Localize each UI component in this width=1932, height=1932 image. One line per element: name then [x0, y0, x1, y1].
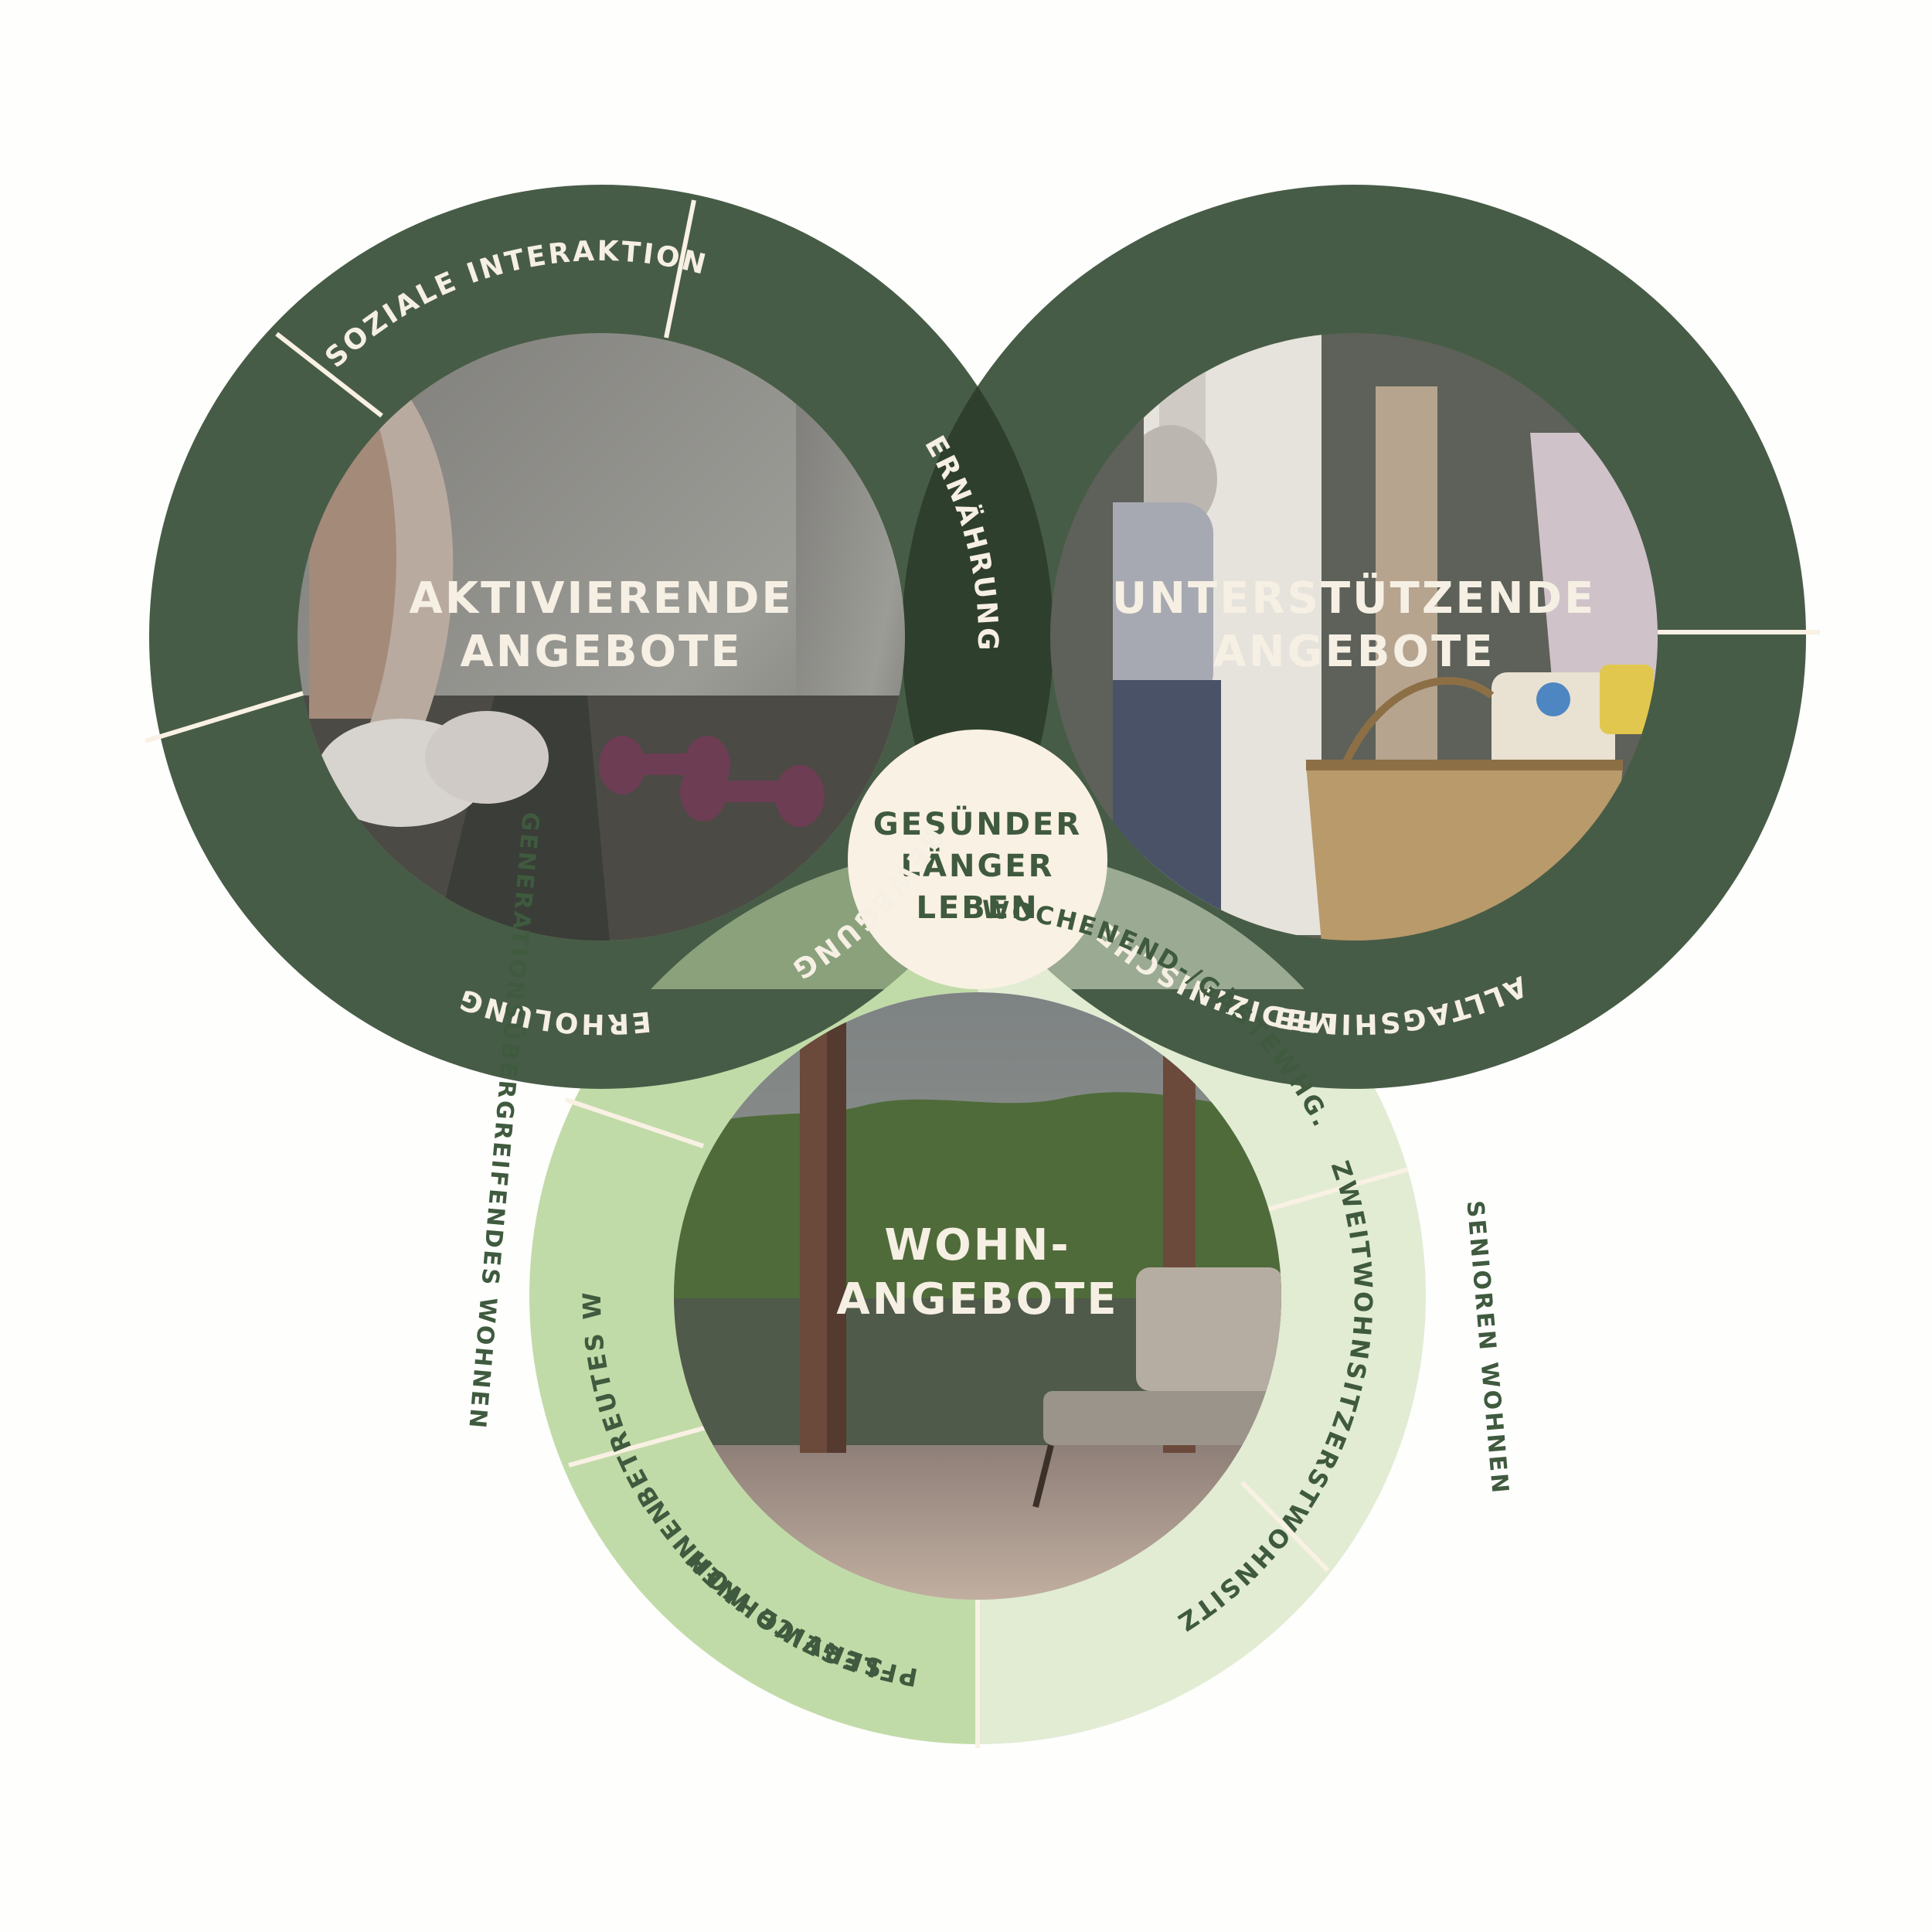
center-title: GESÜNDER LÄNGER LEBEN — [873, 805, 1082, 926]
activating-title-line-2: ANGEBOTE — [460, 627, 742, 677]
activating-segment-dividers — [145, 199, 696, 743]
housing-title-line-2: ANGEBOTE — [836, 1274, 1118, 1325]
supporting-circle — [902, 185, 1820, 1089]
housing-segment-dividers — [565, 1097, 1409, 1748]
center-line-3: LEBEN — [916, 890, 1039, 926]
center-line-1: GESÜNDER — [873, 805, 1082, 842]
outer-label-right: SENIOREN WOHNEN — [1461, 1199, 1513, 1496]
circle-titles: AKTIVIERENDE ANGEBOTE UNTERSTÜTZENDE ANG… — [409, 573, 1597, 1325]
supporting-title-line-1: UNTERSTÜTZENDE — [1112, 573, 1597, 624]
center-line-2: LÄNGER — [901, 847, 1055, 884]
activating-title-line-1: AKTIVIERENDE — [409, 573, 793, 624]
grocery-basket-photo — [1050, 333, 1658, 940]
supporting-title-line-2: ANGEBOTE — [1213, 627, 1495, 677]
housing-title-line-1: WOHN- — [884, 1220, 1070, 1270]
center-disc — [848, 730, 1107, 989]
